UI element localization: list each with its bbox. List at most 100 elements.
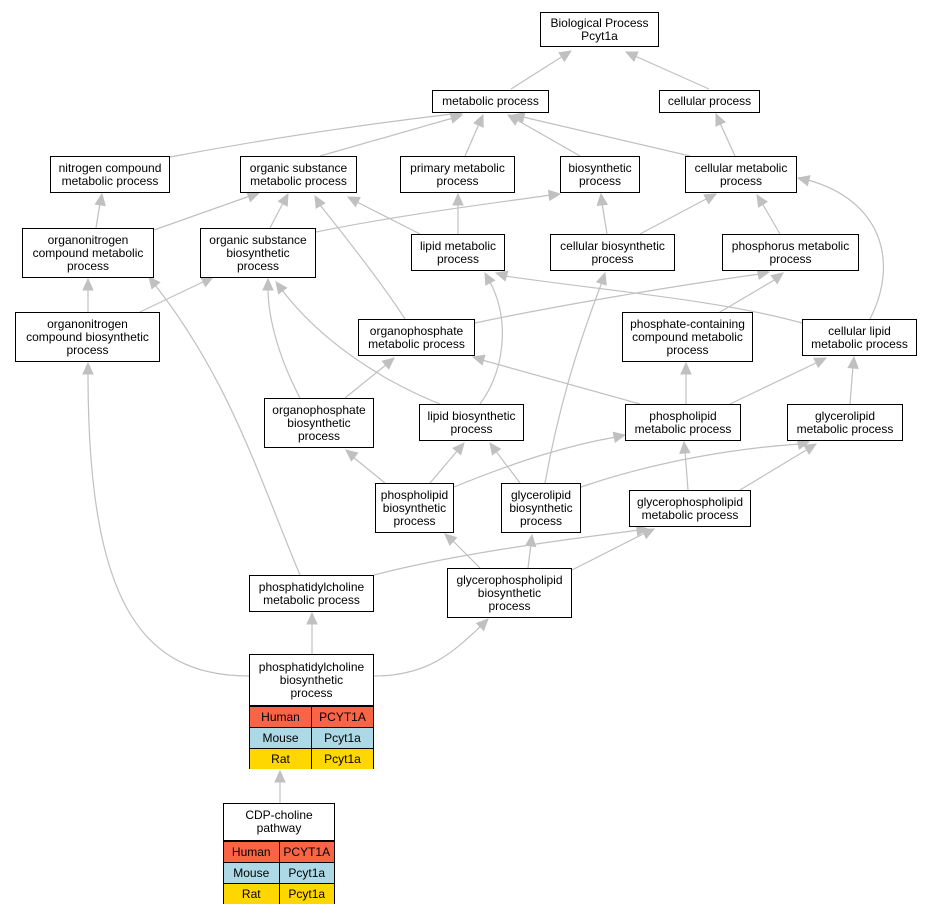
edge-orgNmet-nitrogen — [95, 202, 101, 229]
node-phospholipid-biosynthetic[interactable]: phospholipid biosynthetic process — [375, 483, 454, 533]
edge-cdp-pcbio-arrowhead — [274, 769, 286, 783]
edge-orgNbio-orgNmet-arrowhead — [82, 277, 94, 291]
species-label: Rat — [241, 887, 261, 901]
edge-glmet-celllipid — [849, 365, 854, 405]
node-cdp-choline-pathway[interactable]: CDP-choline pathway Human PCYT1A Mouse P… — [223, 803, 335, 904]
table-title: CDP-choline pathway — [224, 804, 334, 841]
node-organic-substance-metabolic[interactable]: organic substance metabolic process — [240, 156, 357, 193]
edge-orgNbio-orgsubbio — [139, 280, 206, 313]
edge-glbio-glmet — [580, 443, 801, 488]
edge-cellbio-cellmet-arrowhead — [703, 193, 718, 205]
node-primary-metabolic[interactable]: primary metabolic process — [400, 156, 515, 193]
gene-label[interactable]: Pcyt1a — [311, 749, 373, 769]
edge-plbio-orgPbio — [352, 456, 386, 484]
edge-celllipid-lipidmet-arrowhead — [494, 270, 509, 282]
node-cellular-process[interactable]: cellular process — [659, 90, 760, 113]
edge-cellbio-biosynthetic — [601, 202, 608, 235]
edge-phosmet-cellmet-arrowhead — [756, 193, 769, 208]
edge-orgPbio-orgPmet-arrowhead — [381, 357, 395, 370]
gene-label[interactable]: PCYT1A — [278, 842, 335, 862]
edge-metabolic-bp — [510, 55, 564, 90]
node-glycerophospholipid-metabolic[interactable]: glycerophospholipid metabolic process — [629, 490, 751, 527]
node-cellular-biosynthetic[interactable]: cellular biosynthetic process — [550, 234, 675, 271]
edge-cellbio-biosynthetic-arrowhead — [596, 192, 608, 207]
edge-orgPmet-orgsub — [319, 204, 406, 320]
edge-orgPbio-orgsubbio-arrowhead — [262, 277, 274, 291]
edge-lipidbio-orgsubbio-arrowhead — [275, 281, 288, 295]
edge-orgNmet-orgsub-arrowhead — [246, 191, 261, 203]
edge-gplbio-glbio — [527, 543, 532, 569]
node-lipid-metabolic[interactable]: lipid metabolic process — [411, 234, 505, 271]
node-phosphorus-metabolic[interactable]: phosphorus metabolic process — [722, 234, 859, 271]
species-row-mouse: Mouse Pcyt1a — [224, 862, 334, 883]
node-metabolic-process[interactable]: metabolic process — [432, 90, 549, 113]
edge-glbio-cellbio-arrowhead — [595, 271, 607, 286]
node-phosphate-containing-metabolic[interactable]: phosphate-containing compound metabolic … — [622, 312, 753, 362]
edge-lipidmet-primary-arrowhead — [452, 192, 464, 206]
species-label: Rat — [271, 752, 290, 766]
edge-glbio-cellbio — [544, 281, 603, 484]
edge-orgsub-metabolic — [319, 117, 454, 157]
node-organophosphate-metabolic[interactable]: organophosphate metabolic process — [358, 319, 475, 356]
edge-celllipid-cellmet-arrowhead — [796, 175, 811, 187]
node-organonitrogen-biosynthetic[interactable]: organonitrogen compound biosynthetic pro… — [15, 312, 160, 362]
edge-celllipid-cellmet — [807, 179, 884, 320]
species-label: Human — [261, 710, 300, 724]
node-phospholipid-metabolic[interactable]: phospholipid metabolic process — [625, 404, 741, 441]
species-label: Human — [231, 845, 271, 859]
node-organonitrogen-metabolic[interactable]: organonitrogen compound metabolic proces… — [22, 228, 154, 278]
edge-cellmet-metabolic-arrowhead — [511, 112, 526, 124]
edge-plbio-lipidbio — [429, 449, 459, 484]
edge-pcbio-orgNbio-arrowhead — [82, 361, 94, 375]
edge-gplbio-plbio-arrowhead — [444, 533, 458, 546]
node-phosphatidylcholine-metabolic[interactable]: phosphatidylcholine metabolic process — [249, 575, 374, 612]
gene-label[interactable]: Pcyt1a — [278, 863, 335, 883]
edge-gplmet-plmet — [684, 450, 689, 491]
edge-cellular-bp-arrowhead — [624, 51, 639, 62]
node-glycerolipid-metabolic[interactable]: glycerolipid metabolic process — [787, 404, 903, 441]
species-row-rat: Rat Pcyt1a — [250, 748, 373, 769]
edge-cellmet-cellular-arrowhead — [715, 112, 726, 127]
edge-pcmet-orgNmet-arrowhead — [148, 276, 161, 290]
node-cellular-lipid-metabolic[interactable]: cellular lipid metabolic process — [802, 319, 917, 356]
edge-plbio-orgPbio-arrowhead — [345, 449, 359, 462]
edge-plmet-celllipid-arrowhead — [813, 357, 828, 369]
gene-label[interactable]: Pcyt1a — [311, 728, 373, 748]
species-row-human: Human PCYT1A — [224, 841, 334, 862]
edge-gplbio-glbio-arrowhead — [524, 533, 537, 548]
edge-orgNmet-orgsub — [153, 195, 251, 231]
edge-orgsubbio-biosynthetic — [315, 194, 552, 233]
node-organophosphate-biosynthetic[interactable]: organophosphate biosynthetic process — [264, 398, 374, 448]
node-glycerolipid-biosynthetic[interactable]: glycerolipid biosynthetic process — [501, 483, 581, 533]
edge-orgNmet-nitrogen-arrowhead — [94, 192, 106, 207]
node-cellular-metabolic[interactable]: cellular metabolic process — [685, 156, 797, 193]
gene-label[interactable]: PCYT1A — [311, 707, 373, 727]
gene-label[interactable]: Pcyt1a — [278, 884, 335, 904]
edge-pcbio-gplbio — [373, 625, 482, 677]
edge-pcbio-gplbio-arrowhead — [475, 618, 489, 632]
edge-plmet-phosC-arrowhead — [680, 361, 692, 375]
edge-orgsubbio-orgsub-arrowhead — [277, 192, 289, 207]
edge-orgsubbio-biosynthetic-arrowhead — [547, 189, 562, 202]
species-label: Mouse — [262, 731, 299, 745]
node-biological-process[interactable]: Biological Process Pcyt1a — [540, 12, 659, 47]
edge-lipidbio-orgsubbio — [281, 289, 441, 405]
node-biosynthetic[interactable]: biosynthetic process — [560, 156, 640, 193]
edge-orgPbio-orgPmet — [344, 363, 388, 399]
edge-gplbio-gplmet — [571, 532, 646, 571]
node-organic-substance-biosynthetic[interactable]: organic substance biosynthetic process — [200, 228, 316, 278]
node-lipid-biosynthetic[interactable]: lipid biosynthetic process — [419, 404, 524, 441]
edge-celllipid-lipidmet — [504, 275, 803, 324]
node-nitrogen-compound-metabolic[interactable]: nitrogen compound metabolic process — [50, 156, 170, 193]
species-row-rat: Rat Pcyt1a — [224, 883, 334, 904]
edge-plmet-celllipid — [729, 361, 819, 405]
edge-phosC-phosmet-arrowhead — [770, 272, 784, 285]
edge-orgPmet-orgsub-arrowhead — [314, 194, 326, 209]
edge-gplmet-glmet-arrowhead — [803, 443, 818, 455]
node-phosphatidylcholine-biosynthetic[interactable]: phosphatidylcholine biosynthetic process… — [249, 654, 374, 769]
edge-cellmet-metabolic — [522, 116, 691, 157]
edge-orgsub-metabolic-arrowhead — [449, 112, 464, 124]
species-label: Mouse — [233, 866, 270, 880]
node-glycerophospholipid-biosynthetic[interactable]: glycerophospholipid biosynthetic process — [447, 568, 572, 618]
